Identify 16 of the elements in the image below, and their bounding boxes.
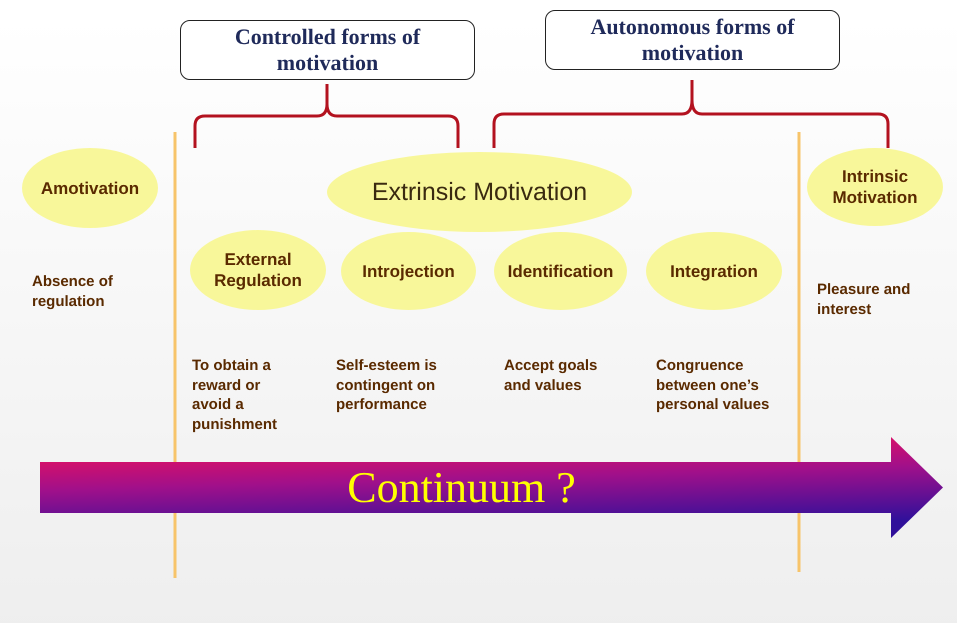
motivation-ellipse: Amotivation [22, 148, 158, 228]
motivation-ellipse: Introjection [341, 232, 476, 310]
motivation-ellipse: Integration [646, 232, 782, 310]
category-box: Autonomous forms of motivation [545, 10, 840, 70]
motivation-ellipse: External Regulation [190, 230, 326, 310]
motivation-ellipse: Identification [494, 232, 627, 310]
description-text: To obtain a reward or avoid a punishment [192, 356, 278, 434]
description-text: Pleasure and interest [817, 280, 912, 319]
description-text: Congruence between one’s personal values [656, 356, 770, 414]
description-text: Self-esteem is contingent on performance [336, 356, 438, 414]
description-text: Absence of regulation [32, 272, 114, 311]
category-box: Controlled forms of motivation [180, 20, 475, 80]
continuum-arrow: Continuum ? [40, 437, 943, 538]
description-text: Accept goals and values [504, 356, 598, 395]
motivation-ellipse: Intrinsic Motivation [807, 148, 943, 226]
motivation-ellipse: Extrinsic Motivation [327, 152, 632, 232]
